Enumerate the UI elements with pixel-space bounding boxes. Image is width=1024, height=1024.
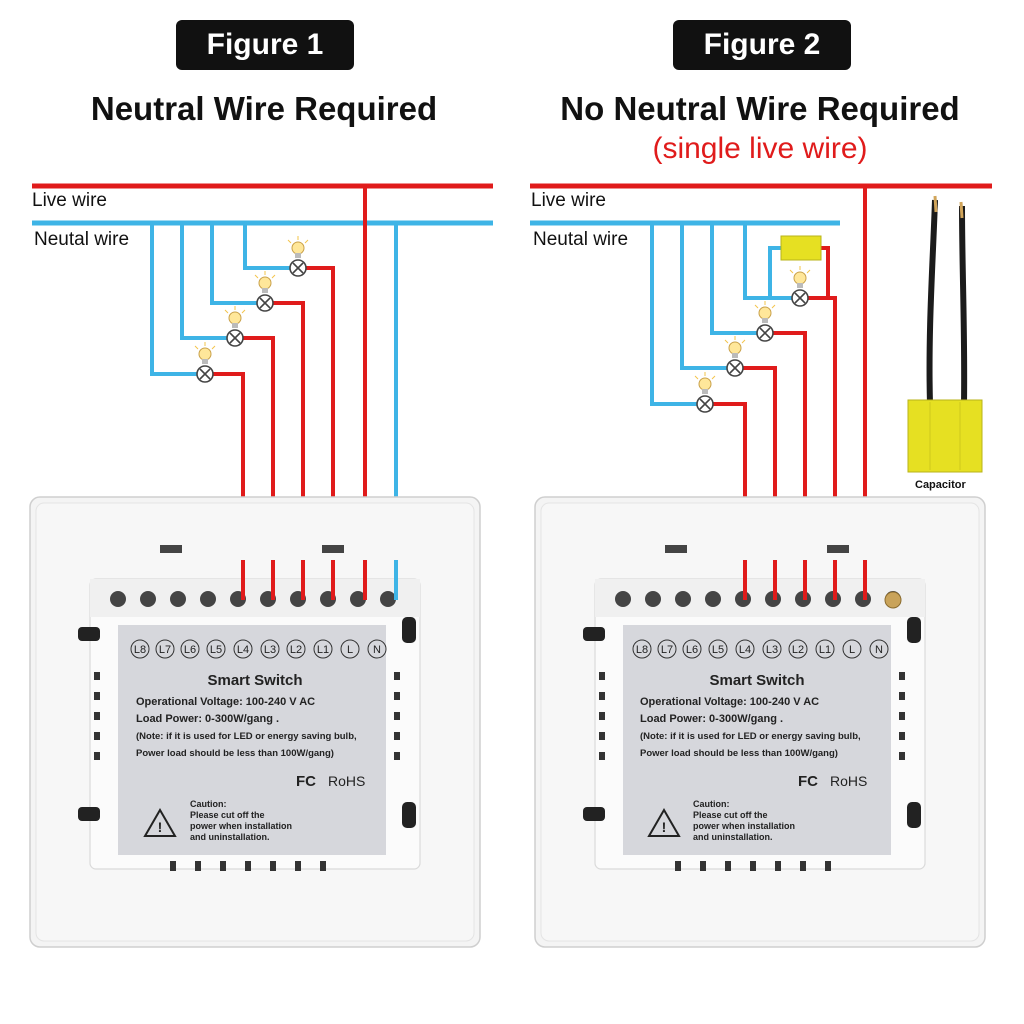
- terminal-label: L3: [264, 644, 276, 656]
- capacitor-small: [780, 235, 822, 261]
- figure1-heading: Neutral Wire Required: [90, 90, 438, 127]
- terminal-label: L2: [792, 644, 804, 656]
- terminal-label: N: [875, 644, 883, 656]
- caution-title: Caution:: [693, 799, 730, 809]
- figure2-heading: No Neutral Wire Required: [560, 90, 960, 127]
- capacitor-illustration: [907, 195, 983, 473]
- terminal-label: L1: [317, 644, 329, 656]
- terminal-label: L6: [686, 644, 698, 656]
- terminal-label: L7: [159, 644, 171, 656]
- figure2-diagram: L8 L7 L6 L5 L4 L3 L2 L1 L N Smart Switch…: [530, 183, 992, 948]
- caution-line: power when installation: [693, 821, 795, 831]
- fig2-panel-label: L8 L7 L6 L5 L4 L3 L2 L1 L N Smart Switch…: [632, 639, 889, 842]
- fc-logo: FC: [296, 773, 316, 790]
- terminal-label: L5: [210, 644, 222, 656]
- panel-title: Smart Switch: [709, 672, 804, 689]
- terminal-label: N: [373, 644, 381, 656]
- caution-line: Please cut off the: [190, 810, 265, 820]
- caution-title: Caution:: [190, 799, 227, 809]
- fig2-live-wire-label: Live wire: [531, 190, 606, 211]
- panel-note1: (Note: if it is used for LED or energy s…: [136, 731, 357, 742]
- warning-icon: [647, 807, 681, 837]
- figure1-diagram: L8 L7 L6 L5 L4 L3 L2 L1 L N Smart Switch…: [29, 183, 493, 948]
- rohs-logo: RoHS: [830, 773, 867, 789]
- caution-line: and uninstallation.: [693, 832, 773, 842]
- svg-text:!: !: [158, 819, 163, 835]
- panel-note2: Power load should be less than 100W/gang…: [136, 748, 334, 759]
- fc-logo: FC: [798, 773, 818, 790]
- terminal-label: L: [849, 644, 855, 656]
- caution-line: Please cut off the: [693, 810, 768, 820]
- panel-note2: Power load should be less than 100W/gang…: [640, 748, 838, 759]
- terminal-label: L6: [184, 644, 196, 656]
- fig1-neutral-wire-label: Neutal wire: [34, 229, 130, 250]
- figure1-label: Figure 1: [176, 20, 354, 70]
- panel-note1: (Note: if it is used for LED or energy s…: [640, 731, 861, 742]
- panel-title: Smart Switch: [207, 672, 302, 689]
- caution-line: power when installation: [190, 821, 292, 831]
- panel-voltage: Operational Voltage: 100-240 V AC: [640, 696, 819, 708]
- terminal-label: L8: [636, 644, 648, 656]
- terminal-label: L7: [661, 644, 673, 656]
- warning-icon: [143, 807, 177, 837]
- panel-load: Load Power: 0-300W/gang .: [136, 713, 279, 725]
- terminal-label: L5: [712, 644, 724, 656]
- figure2-label: Figure 2: [673, 20, 851, 70]
- terminal-label: L2: [290, 644, 302, 656]
- terminal-label: L4: [237, 644, 249, 656]
- terminal-label: L1: [819, 644, 831, 656]
- fig2-neutral-wire-label: Neutal wire: [533, 229, 629, 250]
- panel-voltage: Operational Voltage: 100-240 V AC: [136, 696, 315, 708]
- terminal-label: L8: [134, 644, 146, 656]
- terminal-label: L3: [766, 644, 778, 656]
- fig1-live-wire-label: Live wire: [32, 190, 107, 211]
- terminal-label: L4: [739, 644, 751, 656]
- figure2-subheading: (single live wire): [652, 132, 868, 165]
- terminal-label: L: [347, 644, 353, 656]
- rohs-logo: RoHS: [328, 773, 365, 789]
- caution-line: and uninstallation.: [190, 832, 270, 842]
- fig1-panel-label: L8 L7 L6 L5 L4 L3 L2 L1 L N Smart Switch…: [130, 639, 387, 842]
- capacitor-label: Capacitor: [915, 479, 966, 491]
- panel-load: Load Power: 0-300W/gang .: [640, 713, 783, 725]
- svg-text:!: !: [662, 819, 667, 835]
